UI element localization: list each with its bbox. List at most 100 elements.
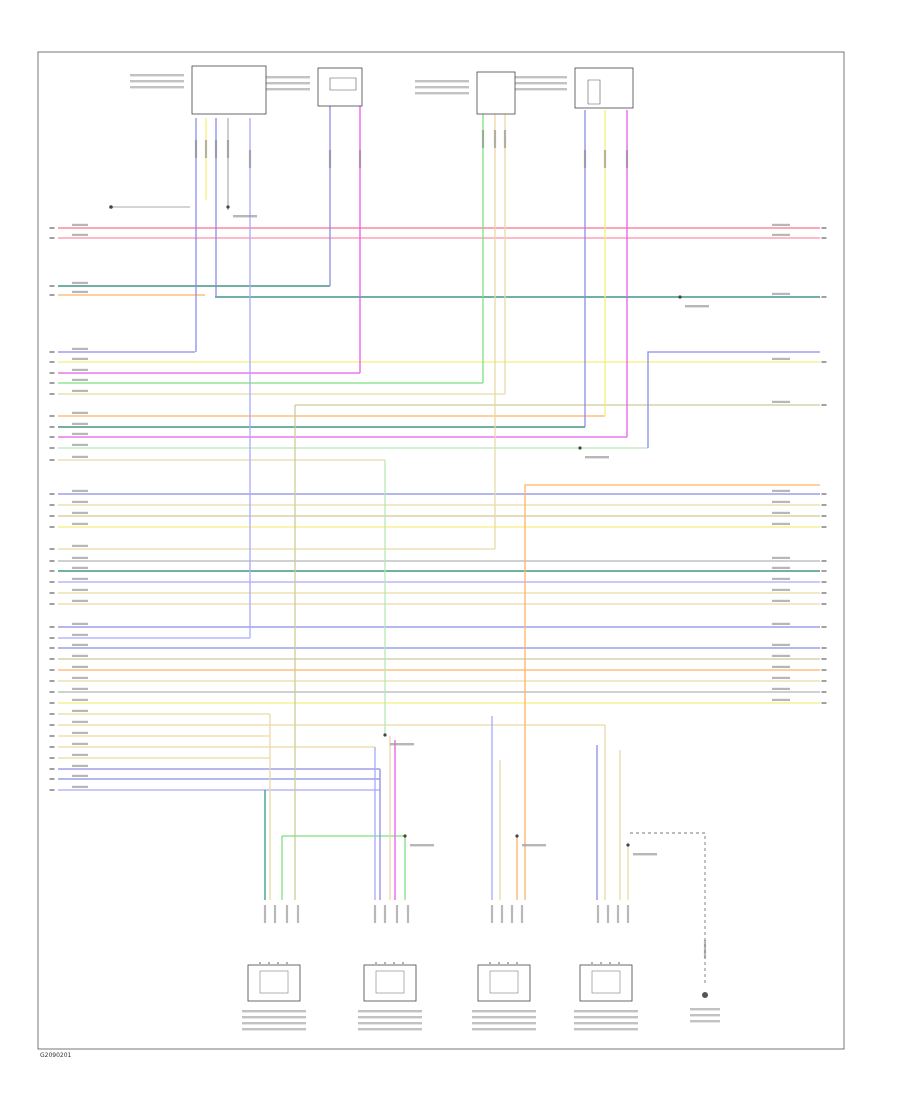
wire-label-mark-l6 xyxy=(49,361,55,363)
splice-label-mark-1 xyxy=(685,305,709,308)
bottom-sensor-2-caption-mark-3 xyxy=(358,1028,422,1031)
wires-layer xyxy=(58,100,820,985)
row-right-tag-28 xyxy=(772,643,790,646)
top-module-2 xyxy=(317,67,363,107)
row-left-tag-34 xyxy=(72,709,88,712)
pin-mark-bottom-sensor-1-3 xyxy=(286,962,288,964)
components-layer xyxy=(109,65,708,1002)
row-right-tag-4 xyxy=(772,292,790,295)
drop-label-mark-2 xyxy=(214,140,218,158)
splice-point-3 xyxy=(383,733,387,737)
drop-label-mark-1 xyxy=(204,140,208,158)
drop-label-mark-26 xyxy=(606,905,610,923)
bottom-sensor-3-caption-mark-2 xyxy=(472,1022,536,1025)
wire-label-mark-l24 xyxy=(49,592,55,594)
row-left-tag-36 xyxy=(72,731,88,734)
pin-mark-bottom-sensor-3-1 xyxy=(498,962,500,964)
drop-label-mark-14 xyxy=(273,905,277,923)
row-left-tag-23 xyxy=(72,577,88,580)
row-left-tag-13 xyxy=(72,432,88,435)
drop-label-mark-16 xyxy=(296,905,300,923)
bottom-sensor-3-caption-mark-0 xyxy=(472,1010,536,1013)
row-left-tag-3 xyxy=(72,290,88,293)
row-right-tag-24 xyxy=(772,588,790,591)
row-left-tag-9 xyxy=(72,389,88,392)
row-left-tag-21 xyxy=(72,556,88,559)
pin-mark-bottom-sensor-4-3 xyxy=(618,962,620,964)
row-right-tag-25 xyxy=(772,599,790,602)
row-left-tag-6 xyxy=(72,357,88,360)
row-left-tag-8 xyxy=(72,378,88,381)
wire-label-mark-l11 xyxy=(49,415,55,417)
row-right-tag-26 xyxy=(772,622,790,625)
bottom-sensor-2-caption-mark-0 xyxy=(358,1010,422,1013)
splice-label-mark-2 xyxy=(585,456,609,459)
ground-terminal xyxy=(702,992,708,998)
pin-mark-bottom-sensor-3-3 xyxy=(516,962,518,964)
row-right-tag-21 xyxy=(772,556,790,559)
top-module-4-caption-mark-2 xyxy=(513,88,567,91)
pin-mark-bottom-sensor-4-1 xyxy=(600,962,602,964)
top-module-1-caption-mark-1 xyxy=(130,80,184,83)
row-left-tag-20 xyxy=(72,544,88,547)
drop-label-mark-3 xyxy=(226,140,230,158)
row-right-tag-6 xyxy=(772,357,790,360)
wire-label-mark-l26 xyxy=(49,626,55,628)
row-left-tag-22 xyxy=(72,566,88,569)
drop-label-mark-29 xyxy=(703,940,707,958)
ground-caption-mark-0 xyxy=(690,1008,720,1011)
pin-mark-bottom-sensor-2-2 xyxy=(393,962,395,964)
row-left-tag-12 xyxy=(72,422,88,425)
row-right-tag-23 xyxy=(772,577,790,580)
wire-label-mark-r19 xyxy=(821,526,827,528)
wire-label-mark-l25 xyxy=(49,603,55,605)
pin-mark-bottom-sensor-2-3 xyxy=(402,962,404,964)
wire-label-mark-l33 xyxy=(49,702,55,704)
row-left-tag-5 xyxy=(72,347,88,350)
splice-label-mark-3 xyxy=(390,743,414,746)
row-left-tag-30 xyxy=(72,665,88,668)
splice-point-2 xyxy=(578,446,582,450)
row-left-tag-1 xyxy=(72,233,88,236)
row-left-tag-15 xyxy=(72,455,88,458)
drop-label-mark-27 xyxy=(616,905,620,923)
top-module-2-caption-mark-1 xyxy=(256,82,310,85)
pin-mark-bottom-sensor-2-0 xyxy=(375,962,377,964)
bottom-sensor-4 xyxy=(579,964,633,1002)
wire-label-mark-l19 xyxy=(49,526,55,528)
top-module-3 xyxy=(476,71,516,115)
wire-label-mark-r29 xyxy=(821,658,827,660)
wire-label-mark-l18 xyxy=(49,515,55,517)
splice-point-1 xyxy=(678,295,682,299)
bottom-sensor-1-caption-mark-0 xyxy=(242,1010,306,1013)
pin-mark-bottom-sensor-1-0 xyxy=(259,962,261,964)
row-left-tag-24 xyxy=(72,588,88,591)
top-module-4-symbol xyxy=(587,79,601,105)
splice-point-6 xyxy=(626,843,630,847)
row-left-tag-33 xyxy=(72,698,88,701)
pin-mark-bottom-sensor-3-0 xyxy=(489,962,491,964)
wire-label-mark-l13 xyxy=(49,436,55,438)
bottom-sensor-2-inner xyxy=(375,970,405,994)
row-left-tag-27 xyxy=(72,633,88,636)
left-ground-point xyxy=(109,205,113,209)
wire-label-mark-l21 xyxy=(49,560,55,562)
wire-label-mark-r6 xyxy=(821,361,827,363)
pin-mark-bottom-sensor-2-1 xyxy=(384,962,386,964)
diagram-frame xyxy=(37,51,845,1050)
wire-label-mark-l34 xyxy=(49,713,55,715)
drop-label-mark-9 xyxy=(503,130,507,148)
ground-caption-mark-1 xyxy=(690,1014,720,1017)
bottom-sensor-1-caption-mark-2 xyxy=(242,1022,306,1025)
bottom-sensor-3-caption-mark-3 xyxy=(472,1028,536,1031)
row-left-tag-0 xyxy=(72,223,88,226)
row-left-tag-17 xyxy=(72,500,88,503)
bottom-sensor-2-caption-mark-1 xyxy=(358,1016,422,1019)
row-left-tag-31 xyxy=(72,676,88,679)
labels-layer xyxy=(49,74,827,1031)
wire-label-mark-l9 xyxy=(49,393,55,395)
row-right-tag-1 xyxy=(772,233,790,236)
top-module-3-caption-mark-2 xyxy=(415,92,469,95)
wire-label-mark-l32 xyxy=(49,691,55,693)
row-right-tag-29 xyxy=(772,654,790,657)
